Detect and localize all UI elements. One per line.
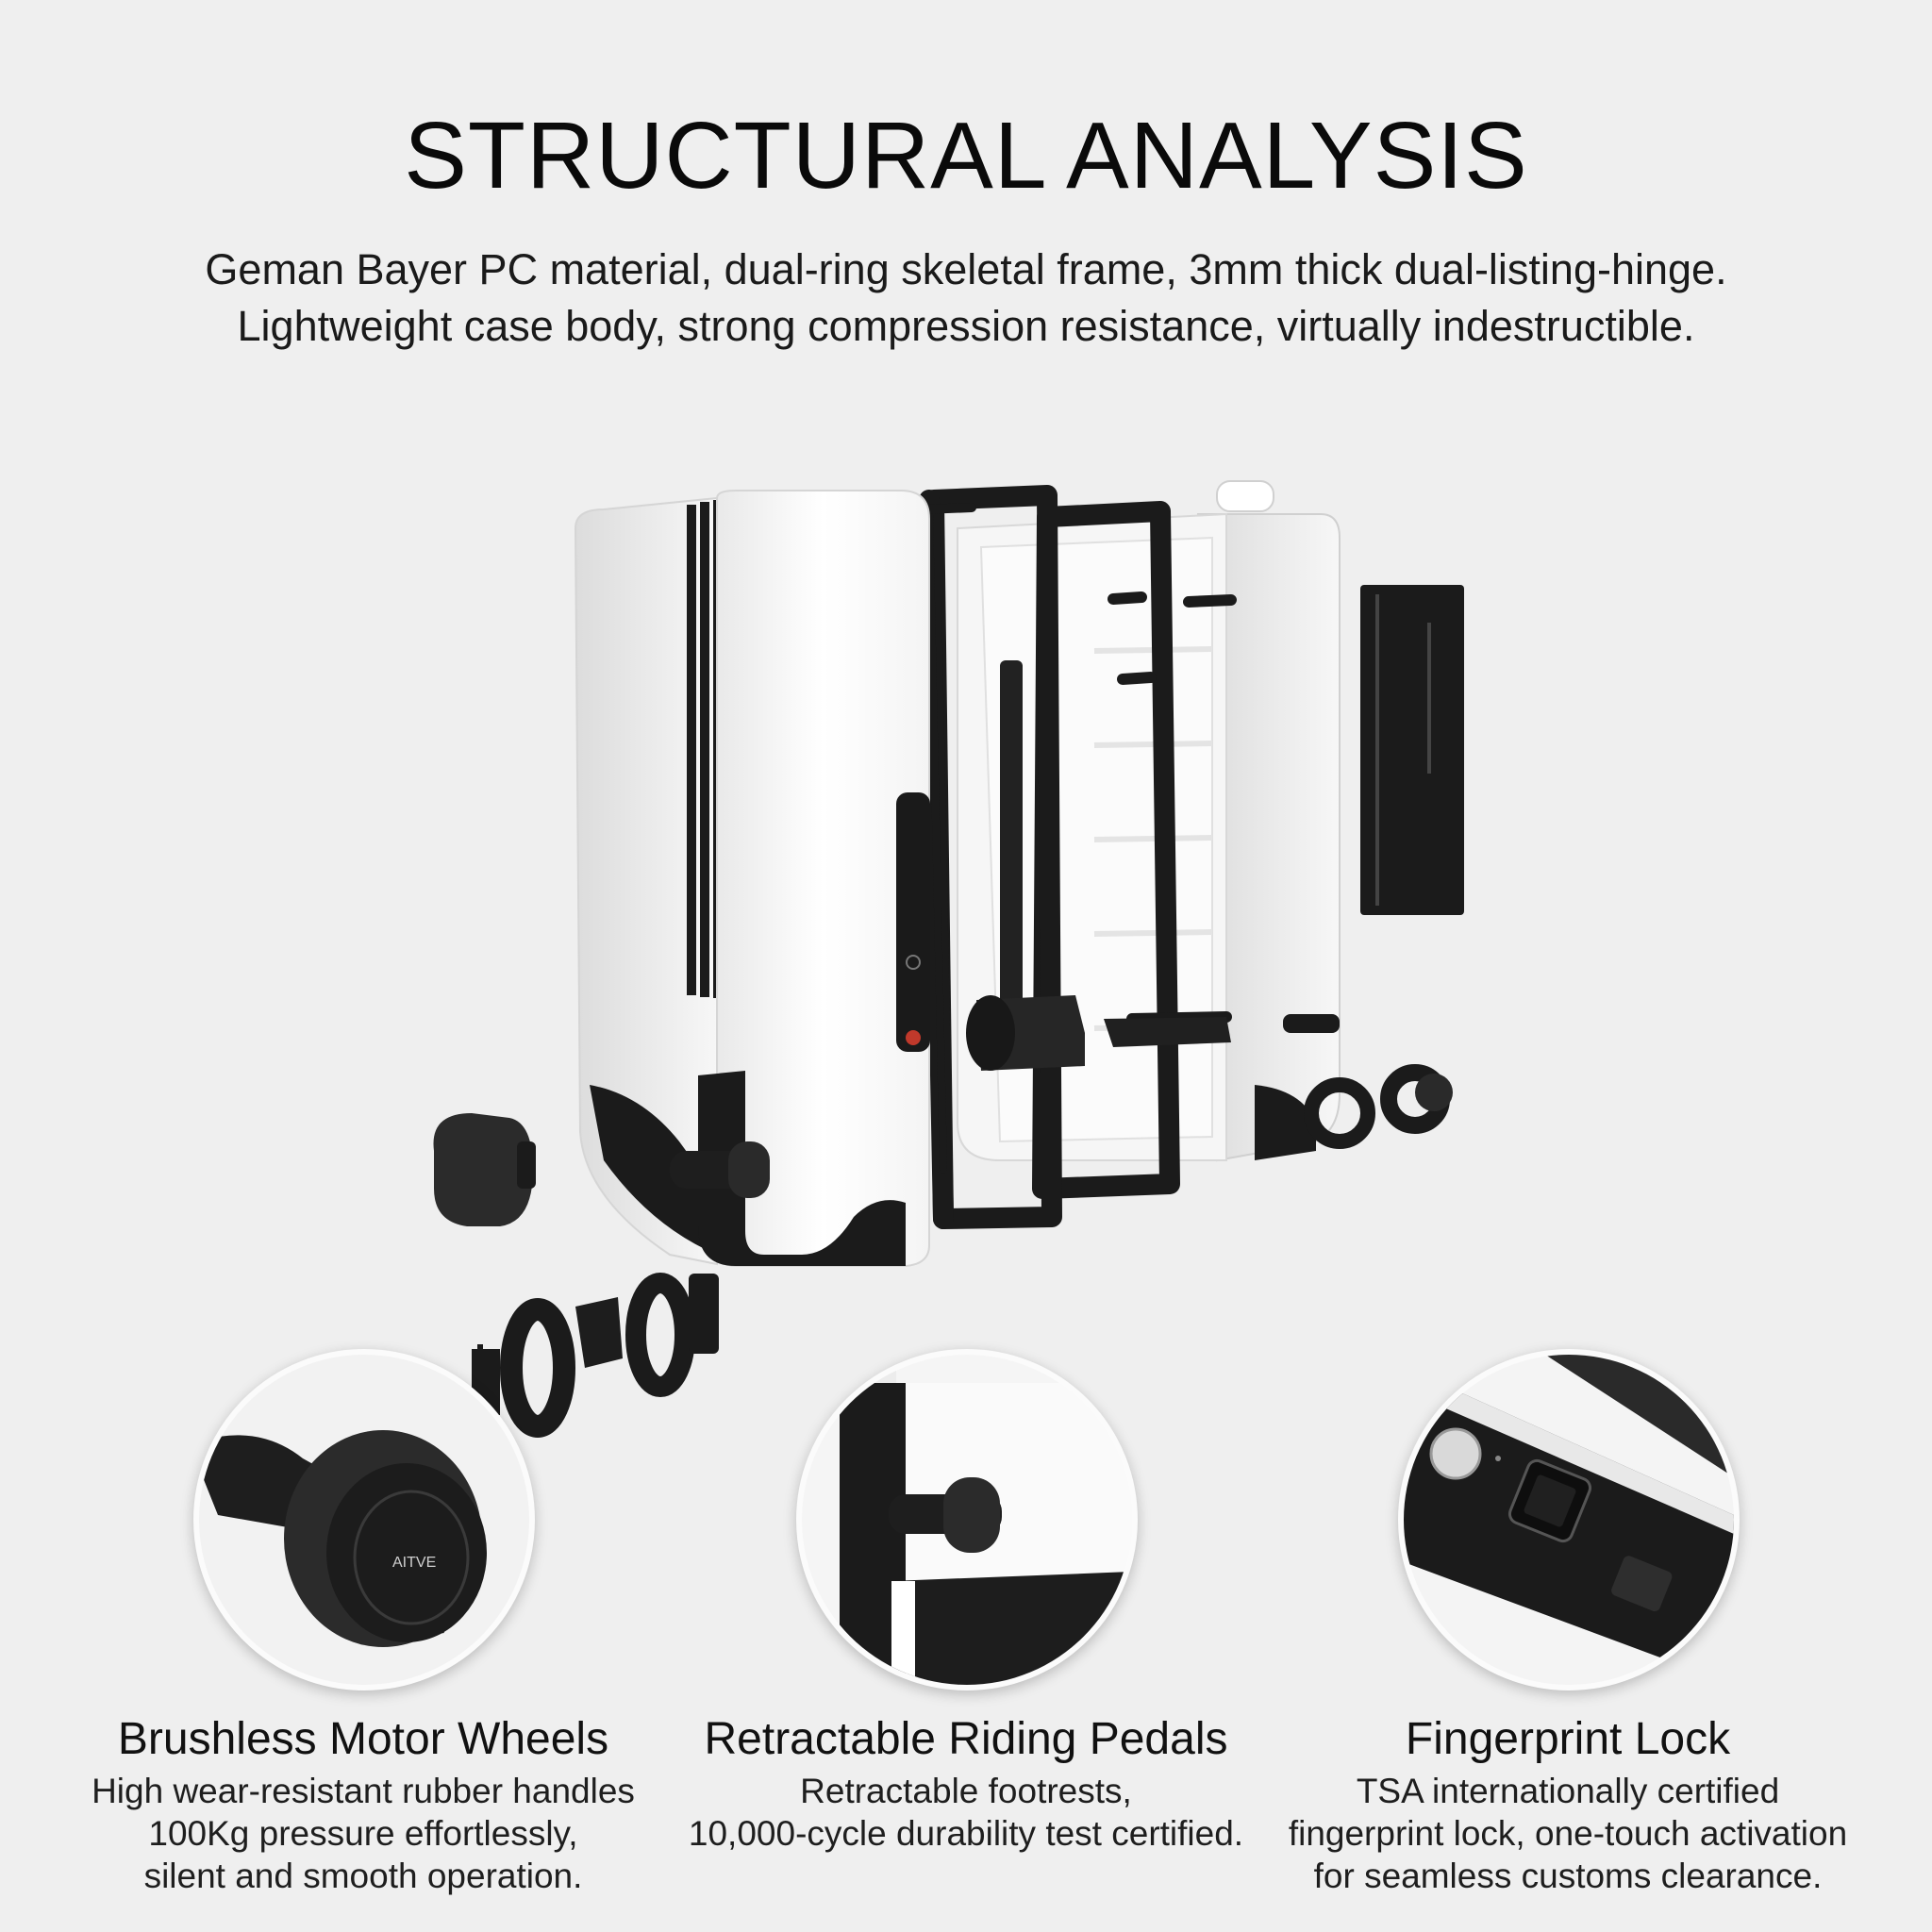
pedal-icon — [802, 1355, 1132, 1685]
front-frame-ring — [919, 485, 1062, 1229]
feature-description: High wear-resistant rubber handles 100Kg… — [61, 1770, 665, 1897]
feature-description-line: 100Kg pressure effortlessly, — [148, 1814, 578, 1853]
front-shell — [574, 490, 930, 1267]
feature-description-line: 10,000-cycle durability test certified. — [688, 1814, 1244, 1853]
page-description: Geman Bayer PC material, dual-ring skele… — [0, 242, 1932, 355]
internal-rail — [966, 660, 1231, 1071]
description-line-2: Lightweight case body, strong compressio… — [237, 302, 1695, 350]
feature-description-line: fingerprint lock, one-touch activation — [1288, 1814, 1848, 1853]
feature-description: TSA internationally certified fingerprin… — [1266, 1770, 1870, 1897]
feature-description-line: TSA internationally certified — [1356, 1772, 1780, 1810]
feature-description-line: Retractable footrests, — [800, 1772, 1132, 1810]
wheel-logo: AITVE — [392, 1555, 436, 1571]
feature-description-line: silent and smooth operation. — [143, 1857, 583, 1895]
description-line-1: Geman Bayer PC material, dual-ring skele… — [205, 245, 1727, 293]
feature-retractable-riding-pedals: Retractable Riding Pedals Retractable fo… — [664, 1321, 1268, 1906]
lock-button — [906, 1030, 921, 1045]
feature-fingerprint-lock: Fingerprint Lock TSA internationally cer… — [1266, 1321, 1870, 1906]
feature-title: Fingerprint Lock — [1405, 1714, 1731, 1764]
page-title: STRUCTURAL ANALYSIS — [404, 103, 1528, 208]
feature-title: Retractable Riding Pedals — [704, 1714, 1228, 1764]
feature-image-pedal — [796, 1349, 1138, 1690]
feature-image-fingerprint-lock — [1398, 1349, 1740, 1690]
fingerprint-lock-panel — [896, 792, 930, 1052]
feature-description: Retractable footrests, 10,000-cycle dura… — [664, 1770, 1268, 1855]
feature-description-line: High wear-resistant rubber handles — [92, 1772, 635, 1810]
feature-brushless-motor-wheels: AITVE Brushless Motor Wheels High wear-r… — [61, 1321, 665, 1906]
battery-cover-panel — [1360, 585, 1464, 915]
feature-title: Brushless Motor Wheels — [117, 1714, 609, 1764]
motor-wheel-icon: AITVE — [199, 1355, 529, 1685]
feature-description-line: for seamless customs clearance. — [1313, 1857, 1823, 1895]
fingerprint-lock-icon — [1404, 1355, 1734, 1685]
rear-wheel-bearing — [1304, 1064, 1453, 1149]
feature-image-motor-wheel: AITVE — [193, 1349, 535, 1690]
